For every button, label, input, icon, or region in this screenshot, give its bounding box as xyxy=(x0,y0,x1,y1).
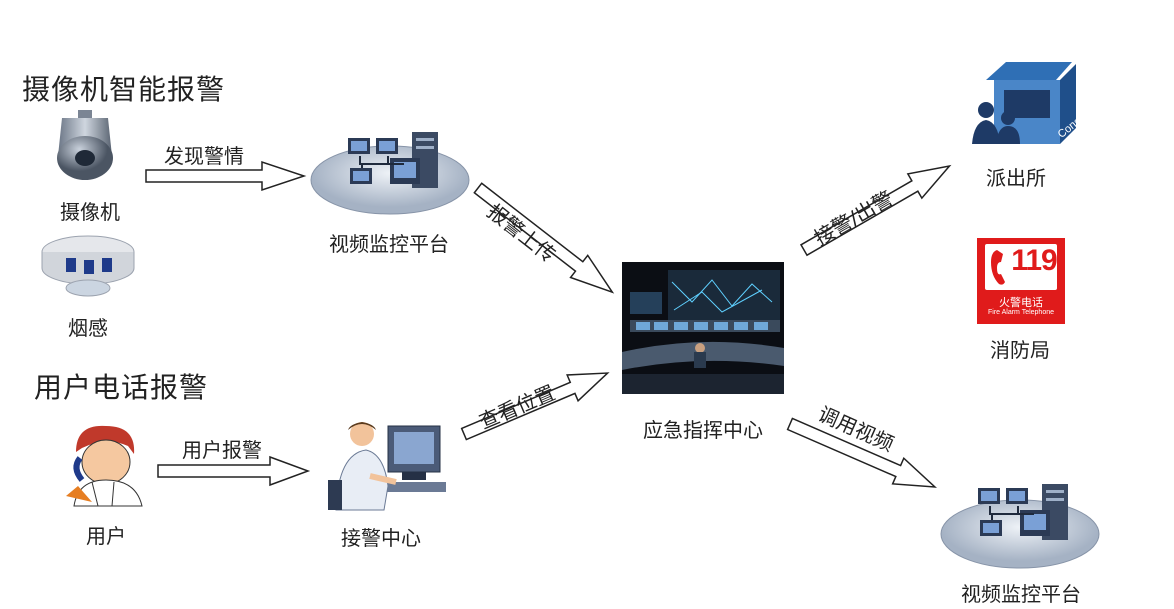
fire-sign-subtitle: Fire Alarm Telephone xyxy=(987,309,1055,316)
video-platform-2-label: 视频监控平台 xyxy=(961,582,1081,606)
fire-number: 119 xyxy=(1011,244,1057,277)
arrow-discover xyxy=(145,160,307,192)
alarm-center-icon xyxy=(328,422,446,511)
phone-user-icon xyxy=(66,425,143,507)
video-platform-2-icon xyxy=(940,484,1100,569)
user-label: 用户 xyxy=(86,524,126,548)
arrow-user-report xyxy=(157,455,311,487)
fire-bureau-label: 消防局 xyxy=(990,338,1050,362)
fire-sign-title: 火警电话 xyxy=(999,296,1043,309)
police-station-icon: Consultant xyxy=(972,62,1104,144)
arrow-label-discover: 发现警情 xyxy=(164,144,244,168)
heading-phone-alarm: 用户电话报警 xyxy=(34,371,209,404)
command-center-label: 应急指挥中心 xyxy=(643,418,763,442)
arrow-dispatch xyxy=(799,164,952,257)
arrow-report-upload xyxy=(473,182,615,294)
phone-icon xyxy=(991,250,1005,285)
smoke-detector-icon xyxy=(41,235,135,297)
arrow-check-location xyxy=(460,372,610,441)
smoke-label: 烟感 xyxy=(68,316,108,340)
heading-camera-alarm: 摄像机智能报警 xyxy=(22,73,226,106)
arrow-label-user-report: 用户报警 xyxy=(182,438,262,462)
command-center-icon xyxy=(622,262,784,394)
video-platform-icon xyxy=(310,132,470,215)
fire-alarm-sign: 119 火警电话 Fire Alarm Telephone xyxy=(977,238,1065,324)
arrow-call-video xyxy=(786,417,937,488)
camera-label: 摄像机 xyxy=(60,200,120,224)
alarm-center-label: 接警中心 xyxy=(341,526,421,550)
video-platform-1-label: 视频监控平台 xyxy=(329,232,449,256)
camera-icon xyxy=(57,110,113,180)
police-station-label: 派出所 xyxy=(986,166,1046,190)
